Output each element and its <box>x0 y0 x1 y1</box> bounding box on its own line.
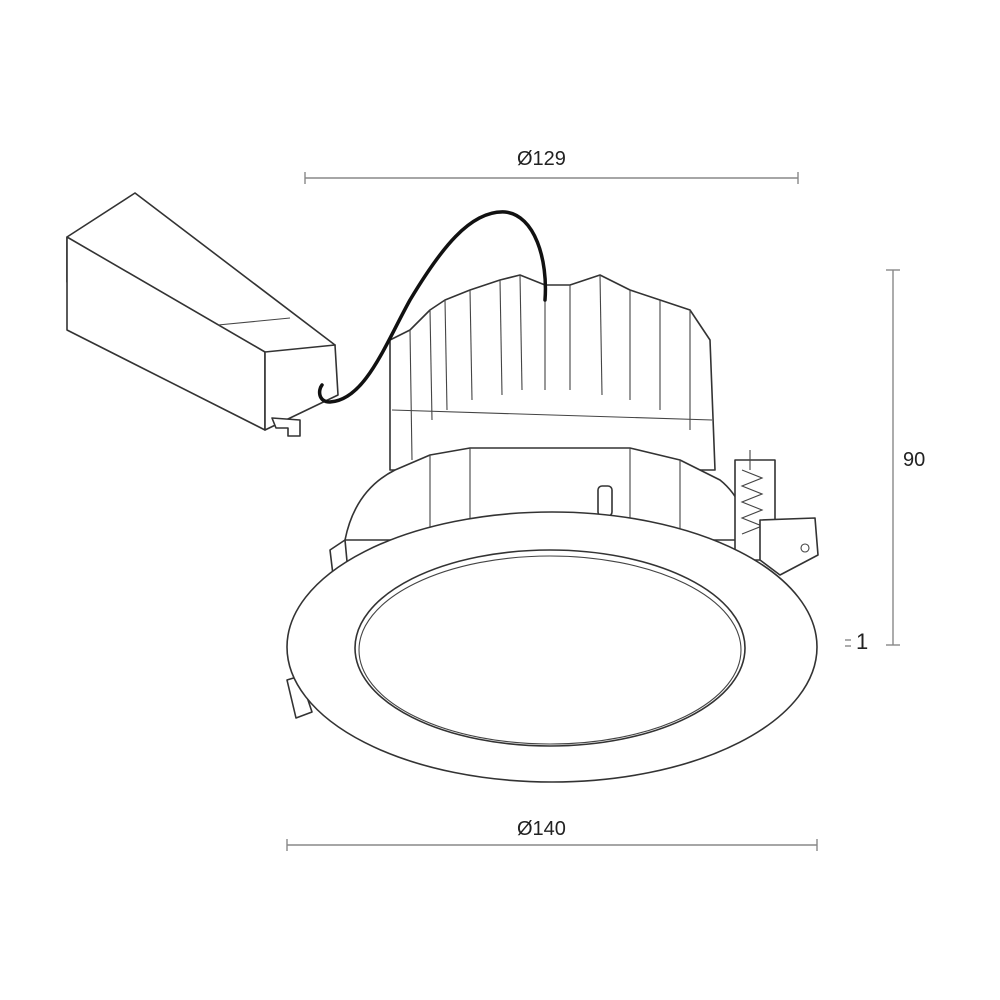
power-cable <box>317 210 548 404</box>
driver-box <box>66 192 339 437</box>
dimension-line-height <box>886 269 900 646</box>
housing-body <box>344 447 751 541</box>
mounting-spring-right <box>734 450 819 576</box>
label-trim-thickness: 1 <box>856 629 869 654</box>
heatsink <box>389 274 716 471</box>
dimension-mark-thickness <box>845 639 851 647</box>
lens <box>354 549 746 747</box>
label-top-diameter: Ø129 <box>517 148 566 170</box>
dimension-line-bottom-diameter <box>286 839 818 851</box>
dimension-line-top-diameter <box>304 172 799 184</box>
label-bottom-diameter: Ø140 <box>517 818 566 840</box>
label-height: 90 <box>903 449 926 471</box>
